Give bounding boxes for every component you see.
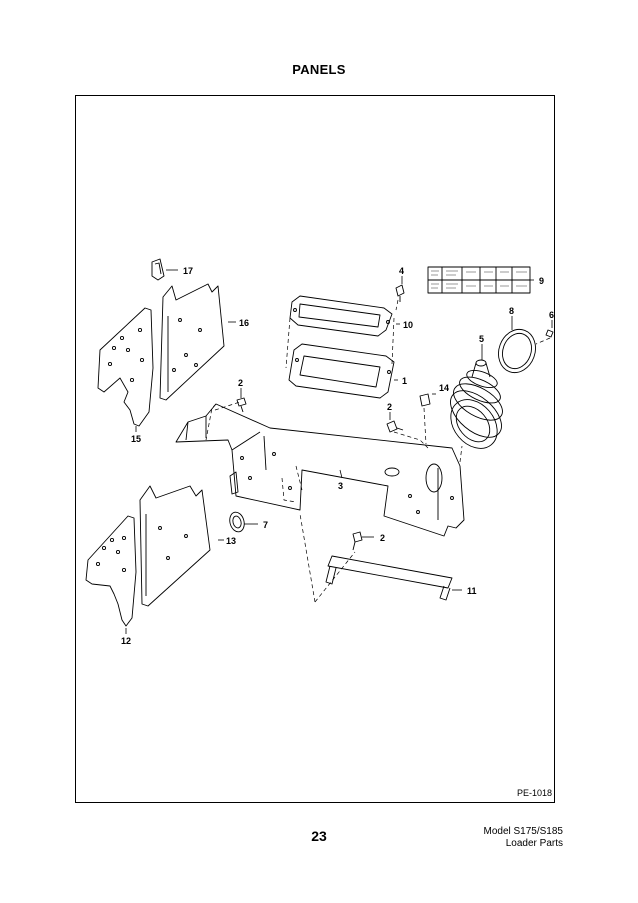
model-line-2: Loader Parts bbox=[505, 838, 563, 849]
callout-2-lower: 2 bbox=[380, 533, 385, 543]
callout-17: 17 bbox=[183, 266, 193, 276]
part-13-side-panel bbox=[139, 485, 211, 607]
part-8-ring bbox=[498, 328, 536, 374]
callout-16: 16 bbox=[239, 318, 249, 328]
callout-2-upper: 2 bbox=[238, 378, 243, 388]
part-5-boot bbox=[450, 359, 503, 449]
callout-9: 9 bbox=[539, 276, 544, 286]
part-9-decal bbox=[427, 266, 531, 294]
part-3-main-panel bbox=[175, 403, 465, 537]
callout-1: 1 bbox=[402, 376, 407, 386]
callout-7: 7 bbox=[263, 520, 268, 530]
part-12-side-plate bbox=[85, 515, 137, 627]
part-2-bolt-middle bbox=[386, 420, 404, 433]
callout-2-middle: 2 bbox=[387, 402, 392, 412]
page-title: PANELS bbox=[292, 62, 346, 77]
part-4-bolt bbox=[395, 284, 405, 302]
part-6-screw bbox=[545, 329, 554, 338]
callout-5: 5 bbox=[479, 334, 484, 344]
part-1-cover-plate bbox=[288, 343, 395, 399]
callout-15: 15 bbox=[131, 434, 141, 444]
page-number: 23 bbox=[311, 828, 327, 844]
part-17-wedge bbox=[151, 258, 165, 281]
part-11-bar bbox=[325, 555, 453, 601]
model-info: Model S175/S185 Loader Parts bbox=[483, 826, 563, 850]
callout-3: 3 bbox=[338, 481, 343, 491]
callout-4: 4 bbox=[399, 266, 404, 276]
callout-10: 10 bbox=[403, 320, 413, 330]
part-10-gasket bbox=[289, 295, 393, 337]
callout-11: 11 bbox=[467, 586, 477, 596]
part-2-bolt-lower bbox=[352, 531, 363, 551]
part-14-block bbox=[419, 393, 431, 407]
callout-12: 12 bbox=[121, 636, 131, 646]
figure-frame bbox=[75, 95, 555, 803]
model-line-1: Model S175/S185 bbox=[483, 826, 563, 837]
figure-id: PE-1018 bbox=[516, 788, 552, 798]
callout-14: 14 bbox=[439, 383, 449, 393]
leader-lines bbox=[125, 269, 553, 634]
part-15-side-plate bbox=[97, 307, 154, 427]
part-16-side-panel bbox=[159, 283, 225, 401]
assembly-lines bbox=[205, 299, 551, 603]
part-2-bolt-upper bbox=[236, 397, 247, 413]
part-7-grommet bbox=[229, 511, 245, 533]
callout-13: 13 bbox=[226, 536, 236, 546]
callout-8: 8 bbox=[509, 306, 514, 316]
callout-6: 6 bbox=[549, 310, 554, 320]
